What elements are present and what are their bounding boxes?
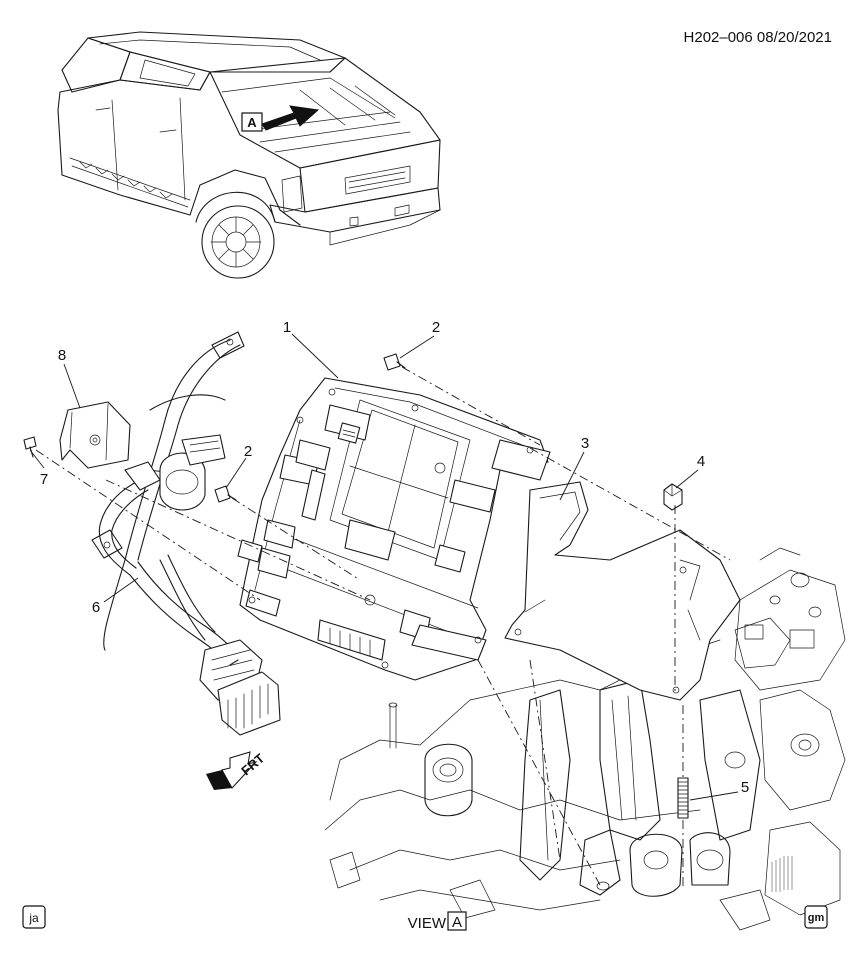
nut-part bbox=[663, 483, 683, 511]
callout-3: 3 bbox=[581, 435, 589, 452]
callout-2-top: 2 bbox=[432, 319, 440, 336]
left-badge: ja bbox=[22, 905, 46, 929]
callout-7: 7 bbox=[40, 471, 48, 488]
diagram-code: H202–006 08/20/2021 bbox=[684, 29, 832, 46]
callout-4: 4 bbox=[697, 453, 705, 470]
view-label-box bbox=[447, 911, 467, 931]
callout-leaders bbox=[29, 333, 739, 801]
left-badge-text: ja bbox=[28, 911, 39, 925]
bracket-part bbox=[59, 401, 131, 469]
right-badge: gm bbox=[804, 905, 828, 929]
bolt-2-top bbox=[383, 353, 406, 371]
callout-1: 1 bbox=[283, 319, 291, 336]
shield-part bbox=[504, 481, 741, 701]
bolt-2-left bbox=[214, 485, 237, 503]
view-label-text: VIEW bbox=[408, 915, 447, 932]
truck-illustration: A bbox=[57, 31, 441, 279]
callout-6: 6 bbox=[92, 599, 100, 616]
callout-2-left: 2 bbox=[244, 443, 252, 460]
body-frame bbox=[324, 547, 846, 931]
right-badge-text: gm bbox=[808, 912, 825, 924]
front-direction-indicator: FRT bbox=[206, 751, 267, 790]
control-module bbox=[237, 377, 551, 681]
bolt-7 bbox=[23, 436, 37, 458]
callout-5: 5 bbox=[741, 779, 749, 796]
wiring-harness bbox=[91, 331, 281, 736]
view-a-arrow: A bbox=[241, 105, 320, 132]
callout-8: 8 bbox=[58, 347, 66, 364]
view-label-letter: A bbox=[452, 914, 462, 931]
callout-labels: 1 2 2 3 4 5 6 7 8 bbox=[40, 319, 749, 796]
alignment-lines bbox=[35, 366, 731, 890]
view-label: VIEW A bbox=[408, 911, 467, 932]
stud-part bbox=[677, 777, 689, 819]
view-a-box bbox=[241, 112, 263, 132]
view-a-letter: A bbox=[247, 115, 257, 130]
